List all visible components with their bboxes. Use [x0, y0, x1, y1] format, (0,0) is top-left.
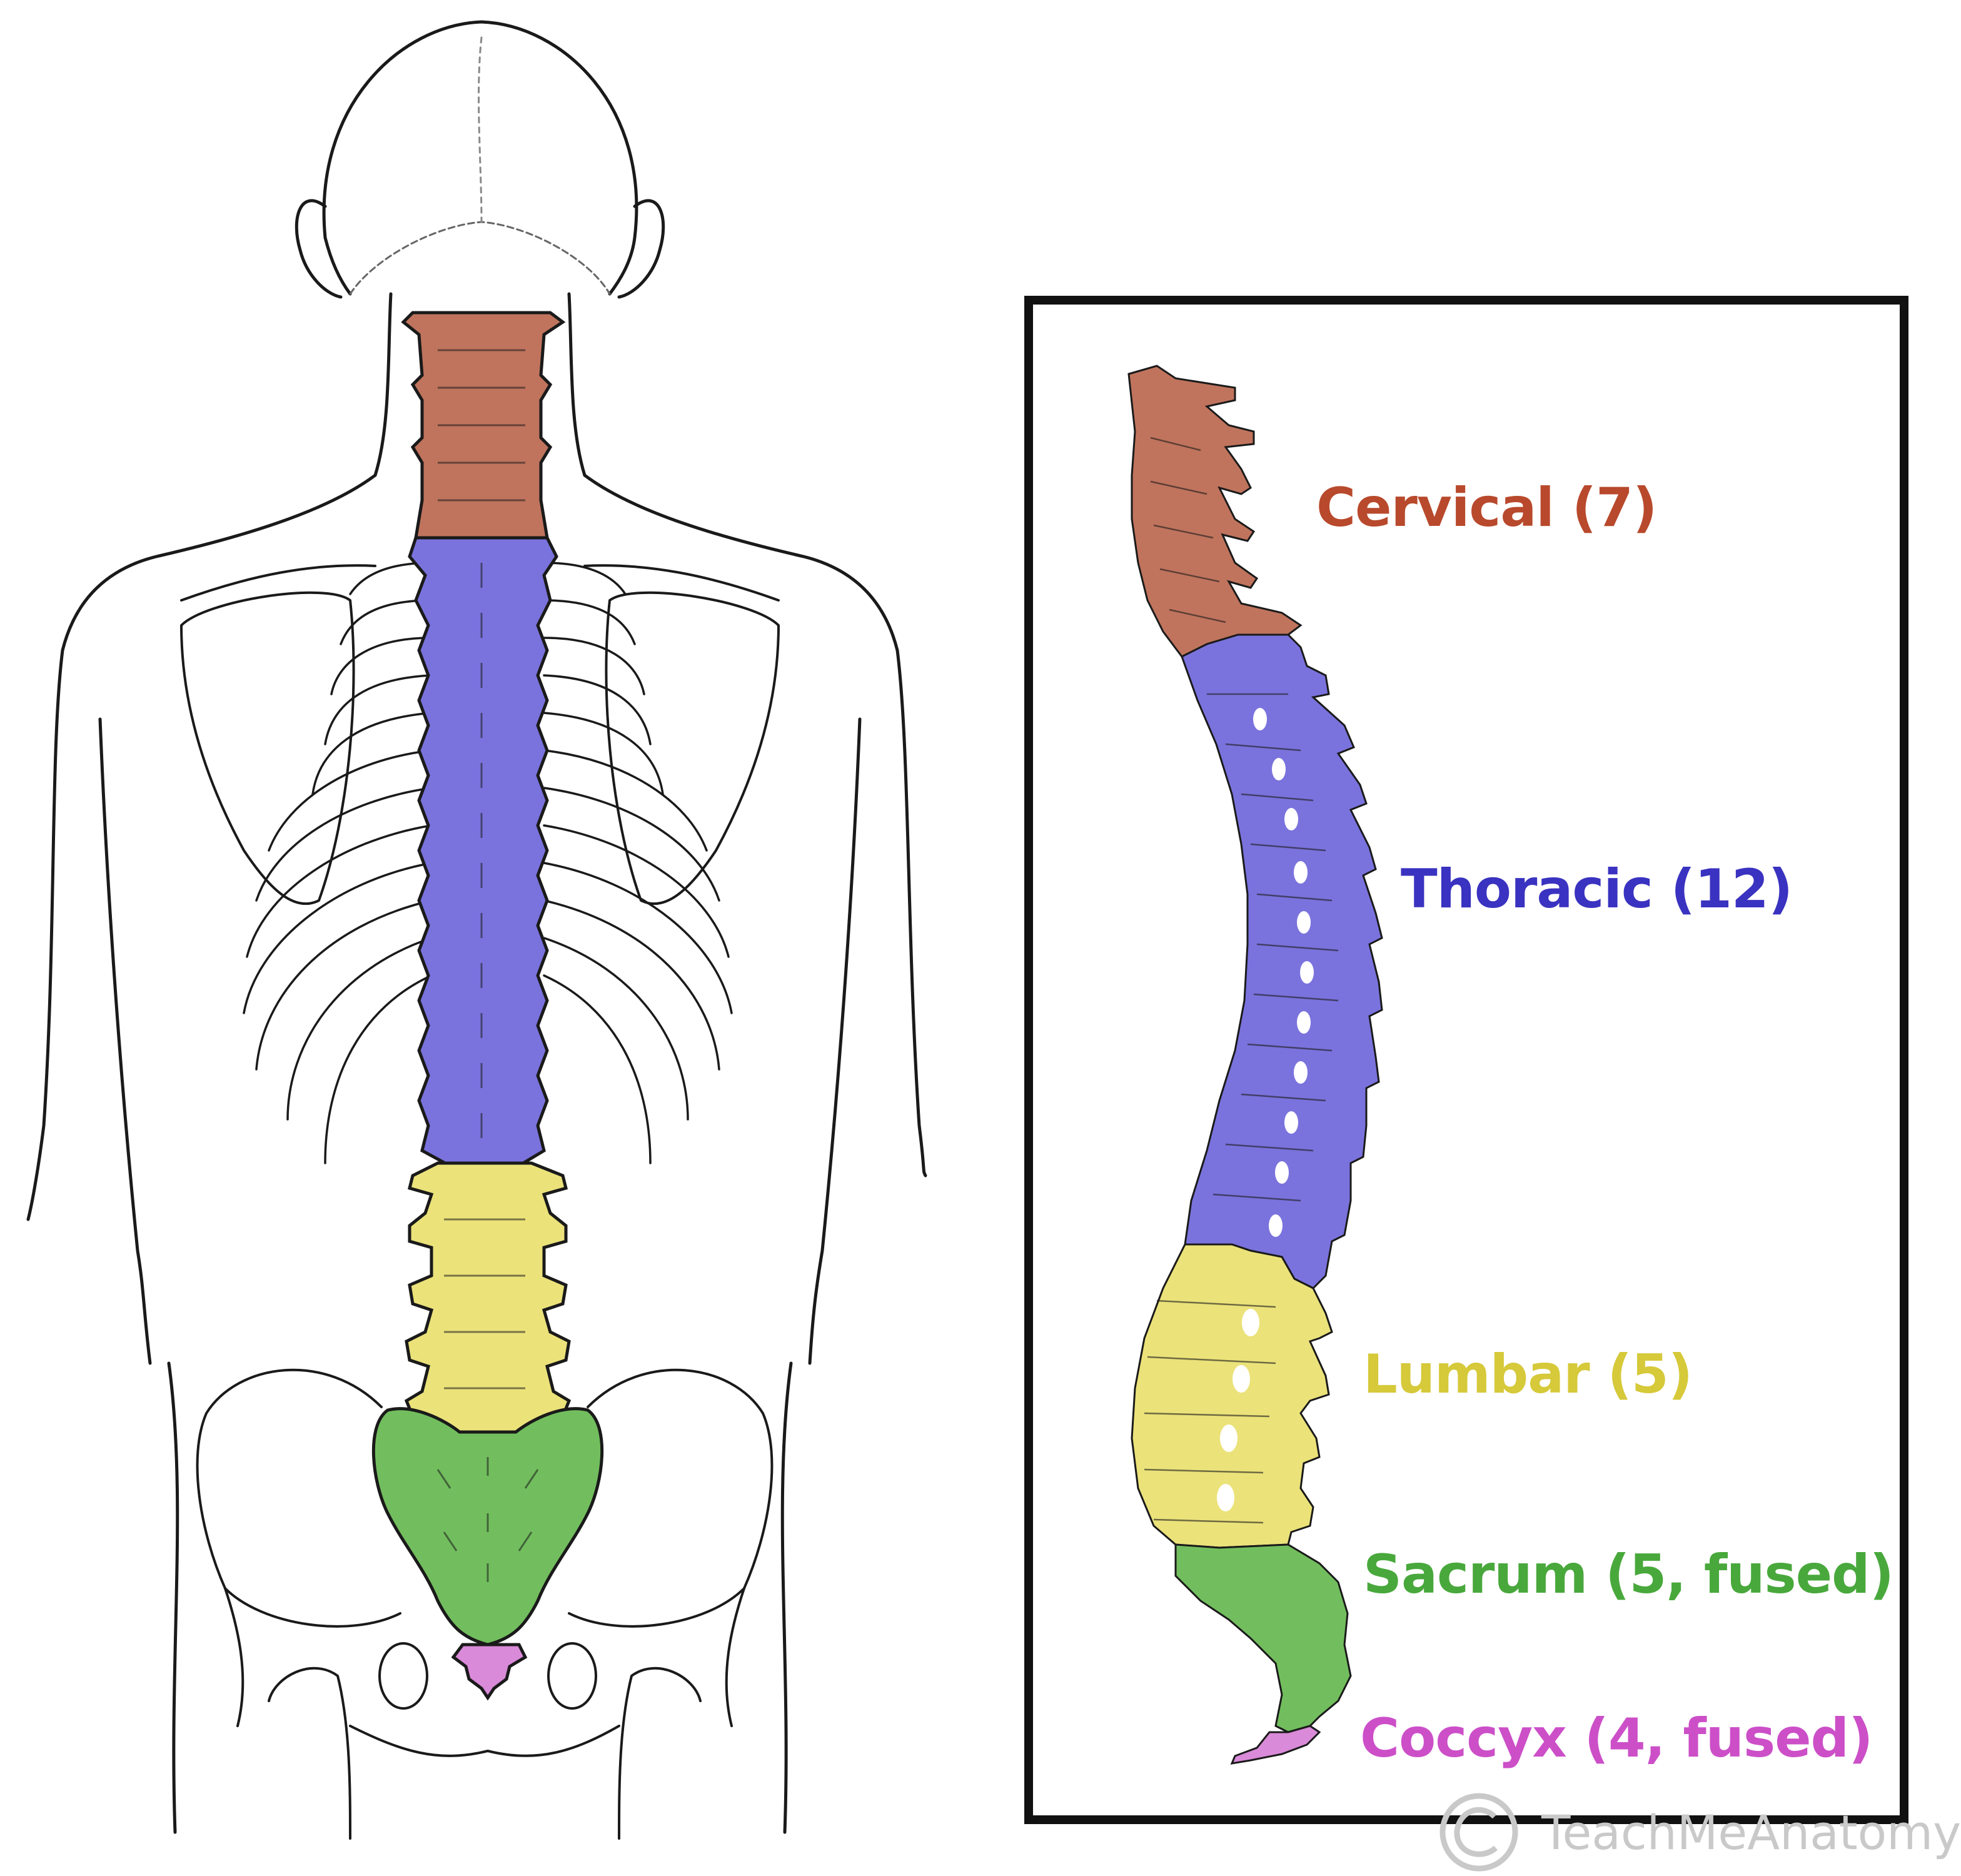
lateral-sacrum — [1174, 1543, 1352, 1733]
copyright-icon — [1439, 1793, 1518, 1872]
watermark-text: TeachMeAnatomy — [1541, 1805, 1961, 1860]
lateral-thoracic — [1181, 633, 1383, 1289]
sacrum-label: Sacrum (5, fused) — [1363, 1543, 1894, 1606]
lateral-view-frame — [1024, 296, 1908, 1824]
lateral-coccyx — [1230, 1725, 1321, 1765]
coccyx-label: Coccyx (4, fused) — [1360, 1707, 1873, 1770]
posterior-coccyx — [451, 1643, 528, 1701]
thoracic-label: Thoracic (12) — [1401, 858, 1793, 920]
posterior-spine — [371, 311, 604, 1701]
lateral-foramina — [1217, 708, 1314, 1511]
lumbar-label: Lumbar (5) — [1363, 1343, 1693, 1406]
posterior-lumbar — [404, 1161, 572, 1434]
posterior-thoracic — [408, 536, 558, 1171]
lateral-spine-texture — [1144, 436, 1339, 1524]
body-outline — [26, 20, 927, 1840]
lateral-lumbar — [1131, 1243, 1333, 1549]
lateral-spine — [1127, 365, 1383, 1765]
spine-diagram — [26, 20, 1908, 1872]
posterior-spine-texture — [436, 349, 539, 1582]
watermark: TeachMeAnatomy — [1435, 1790, 1961, 1871]
cervical-label: Cervical (7) — [1316, 477, 1657, 539]
lateral-cervical — [1127, 365, 1303, 658]
